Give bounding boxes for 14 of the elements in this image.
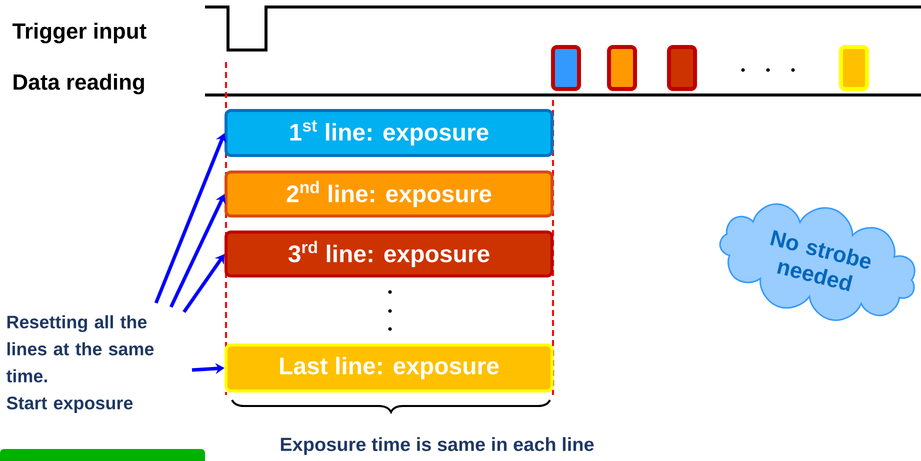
axis-label: Data reading [14, 74, 144, 94]
exposure-bar: 3$^{rd}$ line: exposure [224, 230, 554, 278]
exposure-bar: Last line: exposure [224, 344, 554, 392]
arrow [182, 254, 224, 313]
reading-pulse [551, 45, 581, 91]
annotation-text: Resetting all the lines at the same time. Start exposure [6, 315, 154, 413]
cloud: No strobe needed [719, 203, 916, 321]
reading-pulse [607, 45, 637, 91]
reading-pulse [667, 45, 697, 91]
reading-pulse [839, 45, 869, 91]
axis-label: Trigger input [12, 22, 146, 44]
exposure-bar: 1$^{st}$ line: exposure [224, 109, 554, 157]
caption-text: Exposure time is same in each line [280, 437, 594, 455]
exposure-bar: 2$^{nd}$ line: exposure [224, 170, 554, 218]
